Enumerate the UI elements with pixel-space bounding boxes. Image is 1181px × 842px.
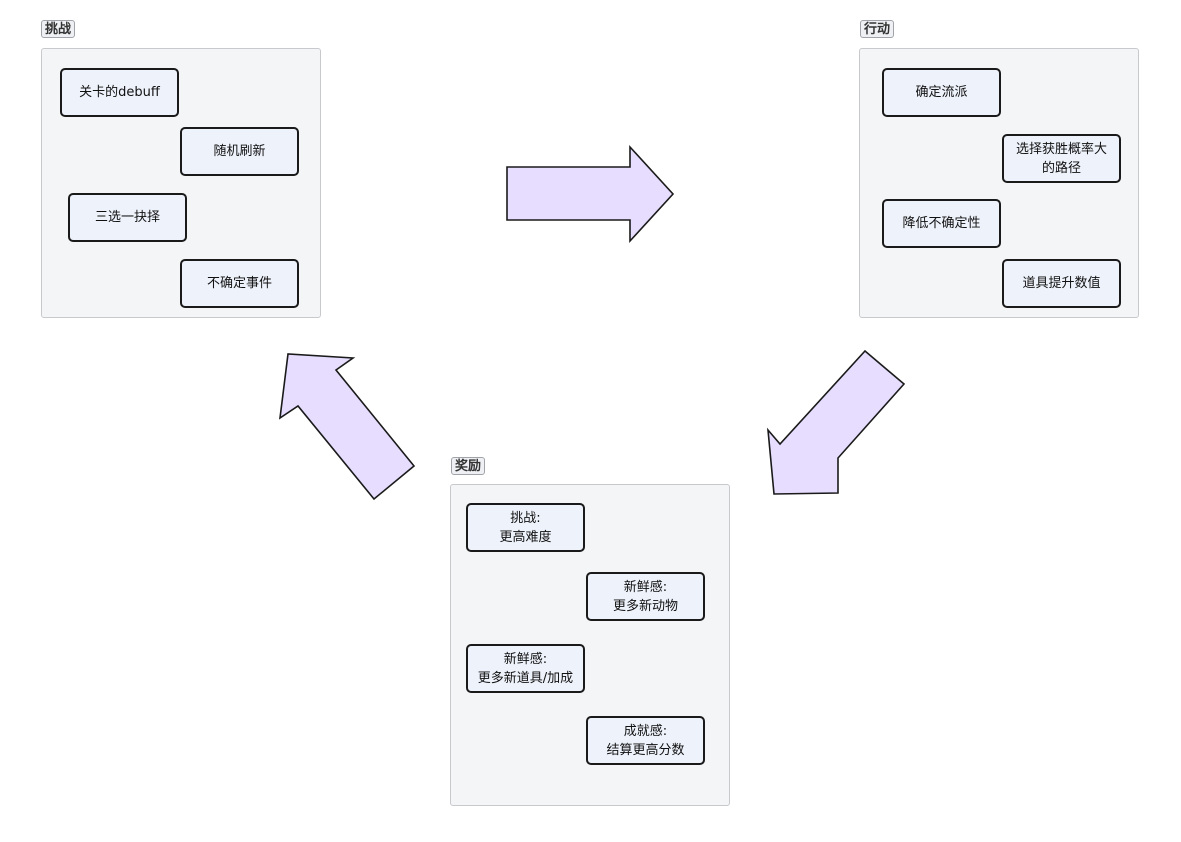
group-panel-action: 确定流派 选择获胜概率大 的路径 降低不确定性 道具提升数值 — [859, 48, 1139, 318]
node-choose-high-win-path[interactable]: 选择获胜概率大 的路径 — [1002, 134, 1121, 183]
arrow-action-to-reward — [766, 349, 906, 495]
group-label-reward: 奖励 — [451, 457, 486, 475]
node-challenge-higher-difficulty[interactable]: 挑战: 更高难度 — [466, 503, 585, 552]
node-achievement-higher-score[interactable]: 成就感: 结算更高分数 — [586, 716, 705, 765]
arrow-reward-to-challenge — [278, 353, 416, 501]
node-items-boost-stats[interactable]: 道具提升数值 — [1002, 259, 1121, 308]
node-choose-one-of-three[interactable]: 三选一抉择 — [68, 193, 187, 242]
group-panel-reward: 挑战: 更高难度 新鲜感: 更多新动物 新鲜感: 更多新道具/加成 成就感: 结… — [450, 484, 730, 806]
node-novelty-new-items[interactable]: 新鲜感: 更多新道具/加成 — [466, 644, 585, 693]
group-panel-challenge: 关卡的debuff 随机刷新 三选一抉择 不确定事件 — [41, 48, 321, 318]
node-uncertain-event[interactable]: 不确定事件 — [180, 259, 299, 308]
group-label-challenge: 挑战 — [41, 20, 76, 38]
node-reduce-uncertainty[interactable]: 降低不确定性 — [882, 199, 1001, 248]
node-novelty-new-animals[interactable]: 新鲜感: 更多新动物 — [586, 572, 705, 621]
group-label-action: 行动 — [860, 20, 895, 38]
node-random-refresh[interactable]: 随机刷新 — [180, 127, 299, 176]
node-decide-build[interactable]: 确定流派 — [882, 68, 1001, 117]
arrow-challenge-to-action — [506, 144, 675, 244]
node-level-debuff[interactable]: 关卡的debuff — [60, 68, 179, 117]
